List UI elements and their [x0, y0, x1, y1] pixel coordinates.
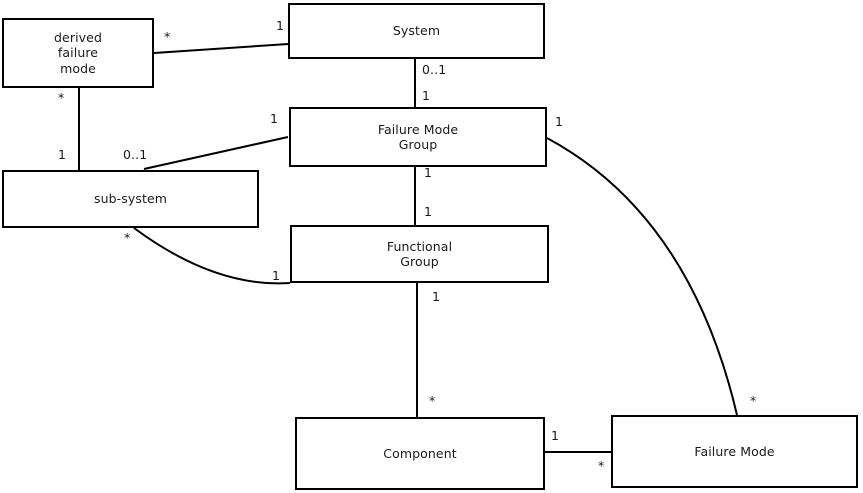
class-box-functional-group[interactable]: Functional Group — [290, 225, 549, 283]
class-box-failure-mode[interactable]: Failure Mode — [611, 415, 858, 488]
multiplicity-sub-system-to-functional-group: * — [124, 230, 131, 245]
class-label-component: Component — [383, 445, 457, 461]
class-label-failure-mode-group: Failure Mode Group — [377, 121, 459, 153]
multiplicity-failure-mode-to-failure-mode-group: * — [750, 393, 757, 408]
class-label-system: System — [392, 23, 441, 39]
class-label-derived-failure-mode: derived failure mode — [54, 29, 102, 76]
multiplicity-failure-mode-to-component: * — [598, 458, 605, 473]
multiplicity-failure-mode-group-to-sub-system: 1 — [270, 111, 279, 126]
class-label-functional-group: Functional Group — [386, 238, 453, 270]
class-box-sub-system[interactable]: sub-system — [2, 170, 259, 228]
class-box-system[interactable]: System — [288, 3, 545, 59]
multiplicity-derived-failure-mode-to-system: * — [164, 29, 171, 44]
multiplicity-failure-mode-group-to-system: 1 — [422, 88, 431, 103]
class-label-failure-mode: Failure Mode — [694, 443, 775, 459]
multiplicity-failure-mode-group-to-functional-group: 1 — [424, 165, 433, 180]
association-line-sub-system-failure-mode-group — [143, 136, 289, 170]
class-box-failure-mode-group[interactable]: Failure Mode Group — [289, 107, 547, 167]
multiplicity-failure-mode-group-to-failure-mode: 1 — [555, 114, 564, 129]
multiplicity-functional-group-to-sub-system: 1 — [272, 268, 281, 283]
multiplicity-component-to-functional-group: * — [429, 393, 436, 408]
multiplicity-system-to-failure-mode-group: 0..1 — [422, 62, 447, 77]
multiplicity-functional-group-to-failure-mode-group: 1 — [424, 204, 433, 219]
class-label-sub-system: sub-system — [93, 191, 168, 207]
multiplicity-functional-group-to-component: 1 — [432, 289, 441, 304]
multiplicity-sub-system-to-derived-failure-mode: 1 — [58, 147, 67, 162]
multiplicity-system-to-derived-failure-mode: 1 — [276, 18, 285, 33]
multiplicity-sub-system-to-failure-mode-group: 0..1 — [123, 147, 148, 162]
association-line-derived-failure-mode-system — [153, 43, 289, 54]
association-line-failure-mode-group-failure-mode — [546, 137, 738, 416]
association-line-sub-system-functional-group — [133, 227, 291, 285]
class-box-derived-failure-mode[interactable]: derived failure mode — [2, 18, 154, 88]
multiplicity-derived-failure-mode-to-sub-system: * — [58, 90, 65, 105]
multiplicity-component-to-failure-mode: 1 — [551, 428, 560, 443]
class-box-component[interactable]: Component — [295, 417, 545, 490]
